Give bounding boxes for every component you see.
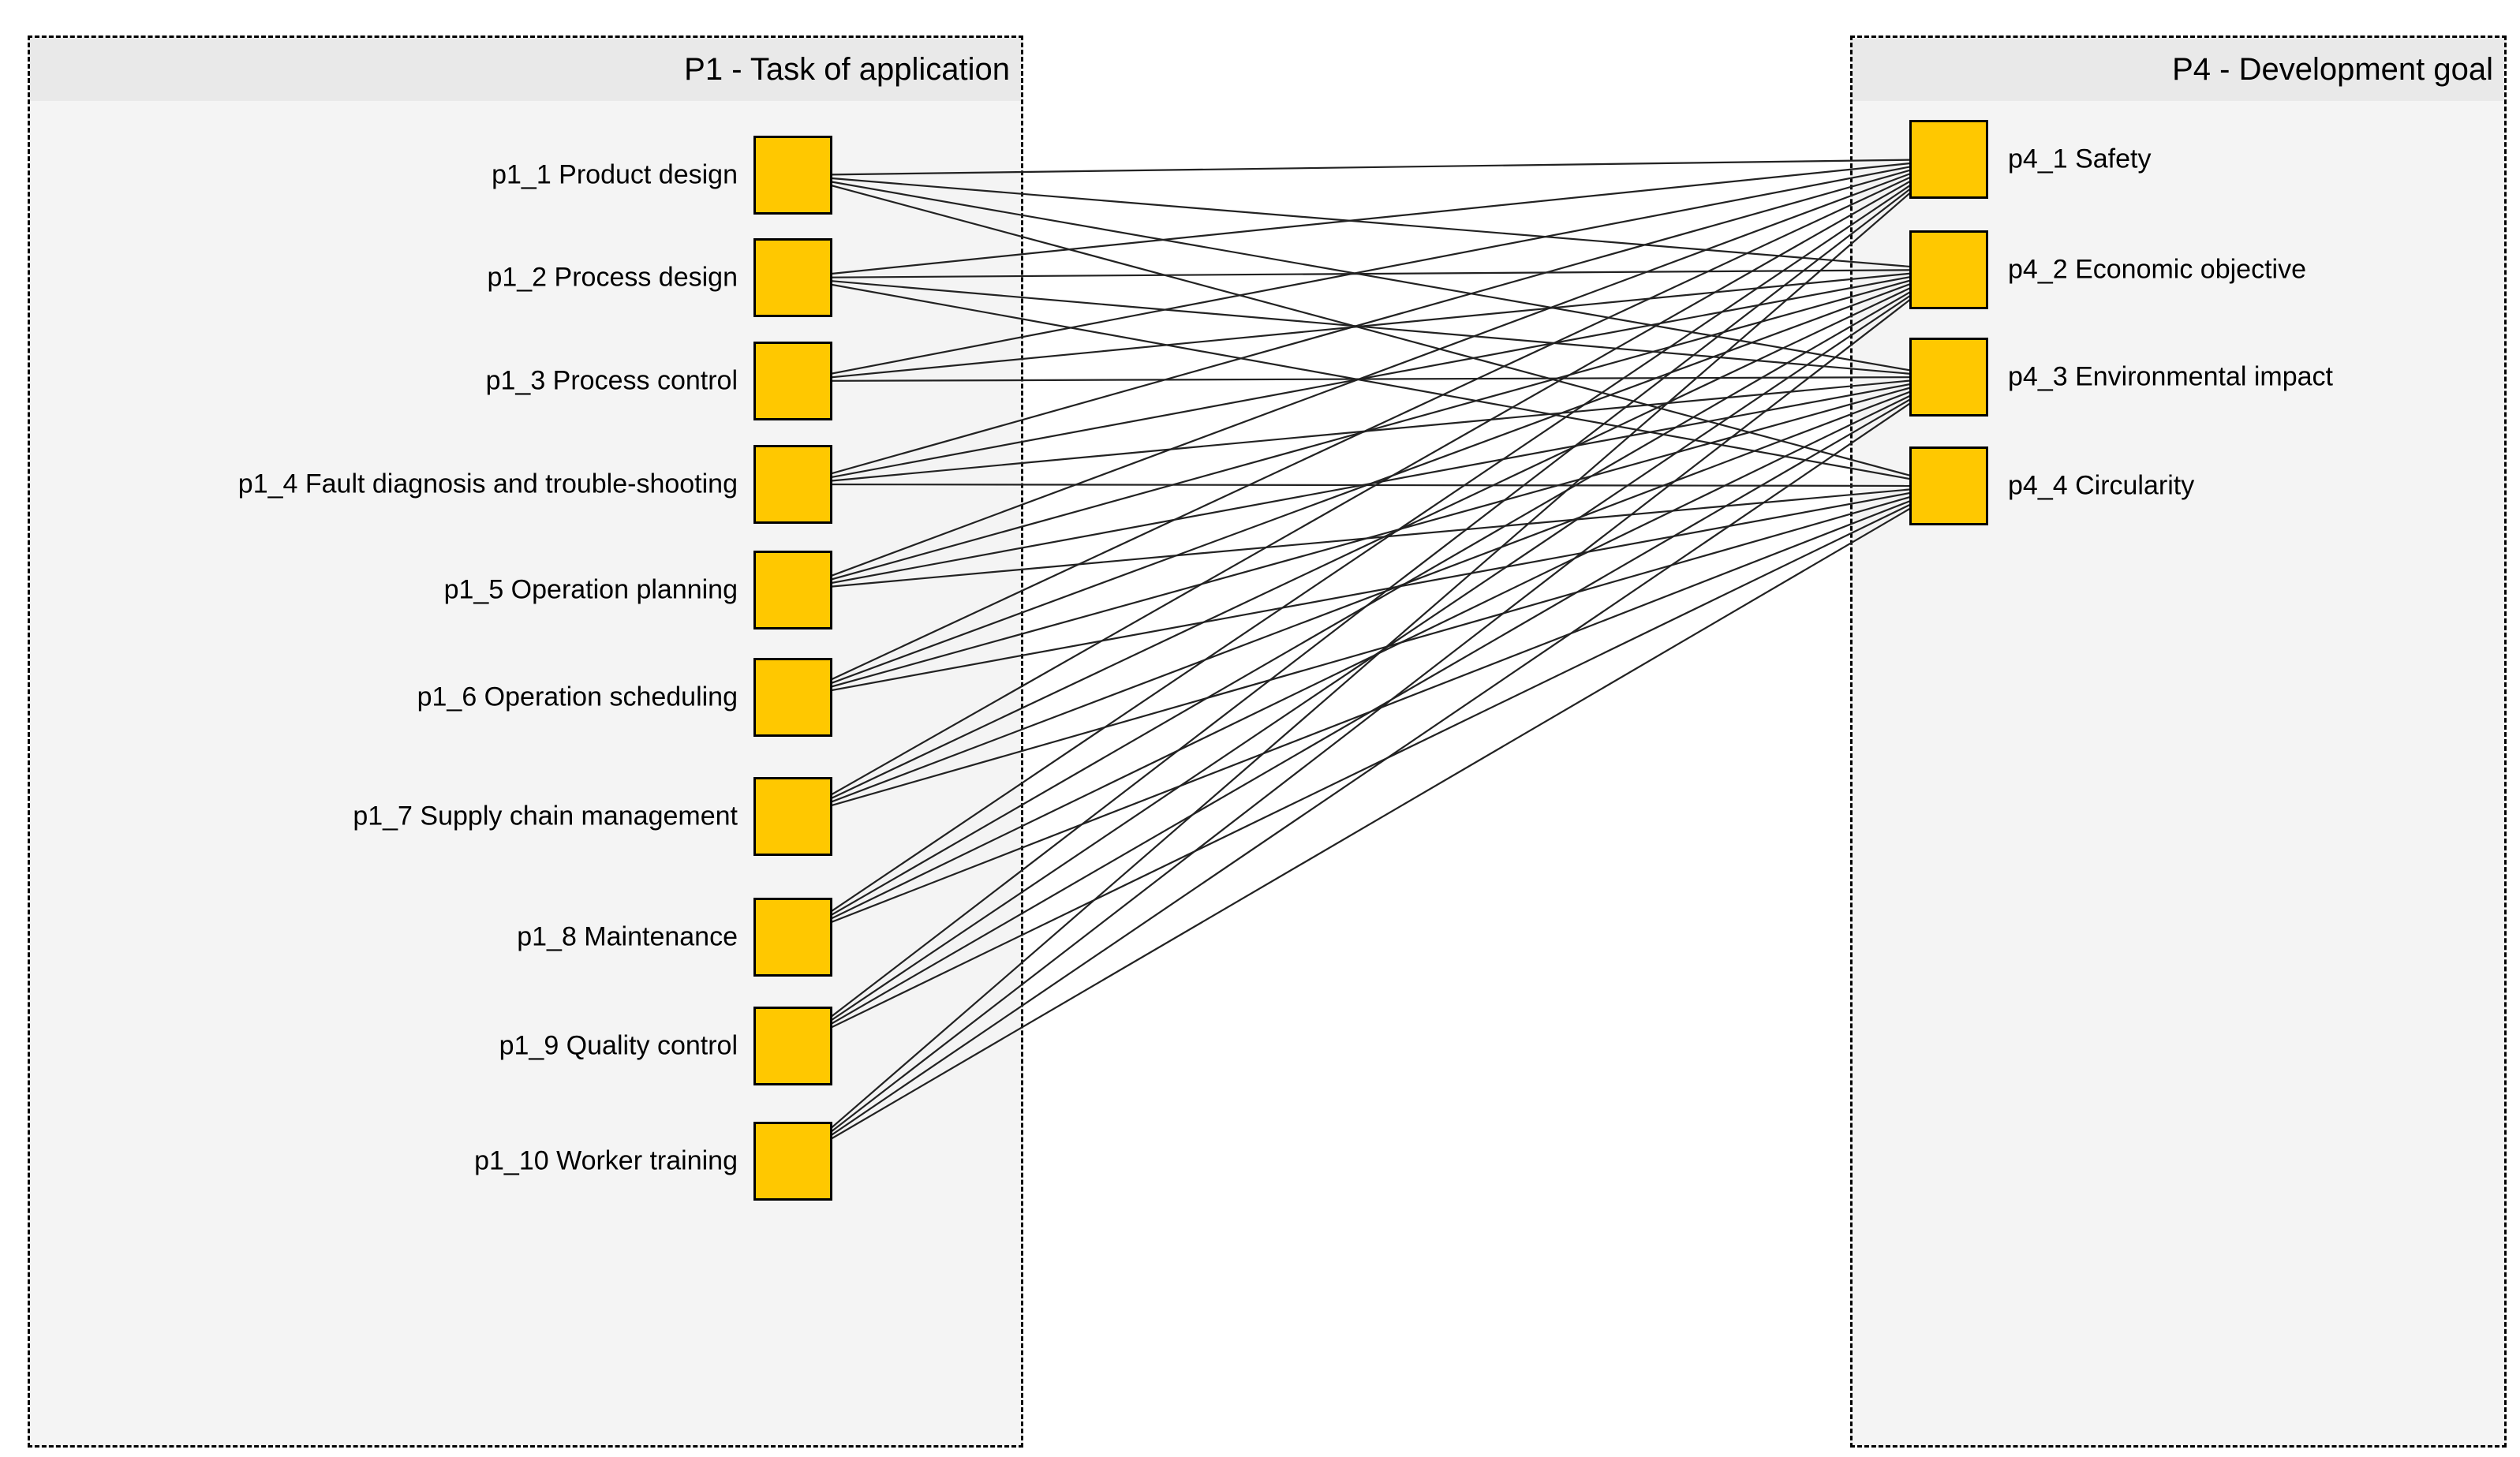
panel-p1-header[interactable]: P1 - Task of application xyxy=(30,38,1021,101)
node-p1_9[interactable] xyxy=(753,1007,832,1085)
node-label-p1_9: p1_9 Quality control xyxy=(499,1030,738,1061)
node-label-p1_2: p1_2 Process design xyxy=(487,262,738,293)
node-label-p1_7: p1_7 Supply chain management xyxy=(353,801,738,831)
node-p1_10[interactable] xyxy=(753,1122,832,1201)
node-label-p4_1: p4_1 Safety xyxy=(2008,144,2152,174)
node-p1_2[interactable] xyxy=(753,238,832,317)
node-p4_3[interactable] xyxy=(1909,338,1988,417)
node-p1_6[interactable] xyxy=(753,658,832,737)
node-label-p4_2: p4_2 Economic objective xyxy=(2008,254,2307,285)
panel-p1-title: P1 - Task of application xyxy=(684,51,1010,87)
node-label-p1_8: p1_8 Maintenance xyxy=(517,921,738,952)
panel-p1: P1 - Task of application xyxy=(28,35,1023,1448)
node-p4_2[interactable] xyxy=(1909,230,1988,309)
panel-p4-header[interactable]: P4 - Development goal xyxy=(1853,38,2504,101)
node-p1_5[interactable] xyxy=(753,551,832,629)
node-label-p1_3: p1_3 Process control xyxy=(485,365,738,396)
panel-p4-title: P4 - Development goal xyxy=(2172,51,2493,87)
node-label-p1_4: p1_4 Fault diagnosis and trouble-shootin… xyxy=(237,469,738,499)
node-p4_1[interactable] xyxy=(1909,120,1988,199)
node-p1_7[interactable] xyxy=(753,777,832,856)
node-label-p1_5: p1_5 Operation planning xyxy=(443,574,738,605)
node-label-p1_6: p1_6 Operation scheduling xyxy=(417,682,738,712)
node-label-p4_3: p4_3 Environmental impact xyxy=(2008,361,2334,392)
node-label-p1_10: p1_10 Worker training xyxy=(474,1145,738,1176)
node-p4_4[interactable] xyxy=(1909,446,1988,525)
node-p1_4[interactable] xyxy=(753,445,832,524)
node-label-p1_1: p1_1 Product design xyxy=(492,159,738,190)
node-p1_3[interactable] xyxy=(753,342,832,420)
node-label-p4_4: p4_4 Circularity xyxy=(2008,470,2195,501)
node-p1_8[interactable] xyxy=(753,898,832,977)
node-p1_1[interactable] xyxy=(753,136,832,215)
